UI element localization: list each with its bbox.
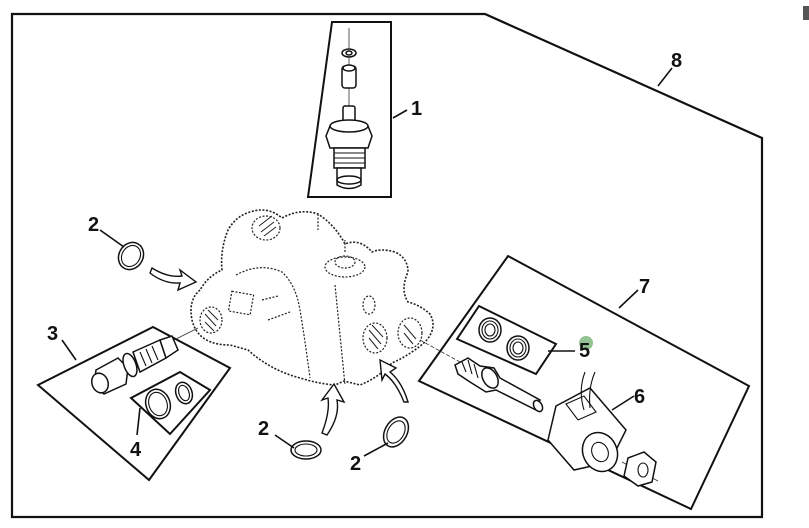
- callout-5-highlight: [579, 336, 593, 350]
- seal-kit-group[interactable]: 4: [129, 370, 212, 461]
- corner-marker: [803, 6, 809, 20]
- callout-1[interactable]: 1: [411, 98, 422, 120]
- relief-valve-group[interactable]: 3: [36, 323, 232, 482]
- valve-body-outline: [190, 209, 434, 386]
- callout-4[interactable]: 4: [130, 439, 142, 461]
- callout-2-bottom-right[interactable]: 2: [350, 453, 361, 475]
- hex-nut: [623, 451, 657, 487]
- spring-kit-box: [455, 304, 558, 376]
- o-ring-bottom-right-group[interactable]: 2: [350, 358, 414, 475]
- o-ring: [382, 416, 410, 448]
- solenoid-valve-kit-box: [417, 254, 751, 511]
- callout-2-top-left[interactable]: 2: [88, 214, 99, 236]
- cartridge-valve-group[interactable]: 1: [306, 21, 422, 198]
- solenoid-coil-group[interactable]: 6: [547, 371, 645, 477]
- callout-8[interactable]: 8: [671, 50, 682, 72]
- callout-7[interactable]: 7: [639, 276, 650, 298]
- o-ring-bottom-left-group[interactable]: 2: [258, 382, 346, 460]
- arrow-icon: [320, 382, 346, 436]
- callout-6[interactable]: 6: [634, 386, 645, 408]
- relief-valve-kit-box: [36, 325, 232, 482]
- callout-2-bottom-left[interactable]: 2: [258, 418, 269, 440]
- arrow-icon: [149, 266, 198, 292]
- solenoid-valve-kit-group[interactable]: 7 5 6: [417, 254, 751, 511]
- callout-8-group[interactable]: 8: [657, 50, 682, 87]
- cartridge-valve-kit-box: [306, 21, 392, 198]
- seal-ring-small: [174, 381, 194, 405]
- seal-kit-box: [129, 370, 212, 436]
- o-ring-top-left-group[interactable]: 2: [88, 214, 198, 292]
- valve-body[interactable]: [190, 209, 434, 386]
- seal-ring-large: [144, 388, 172, 420]
- spring-kit-group[interactable]: 5: [455, 304, 593, 376]
- arrow-icon: [379, 358, 409, 403]
- callout-5[interactable]: 5: [579, 340, 590, 362]
- callout-3[interactable]: 3: [47, 323, 58, 345]
- assembly-frame: [10, 12, 764, 519]
